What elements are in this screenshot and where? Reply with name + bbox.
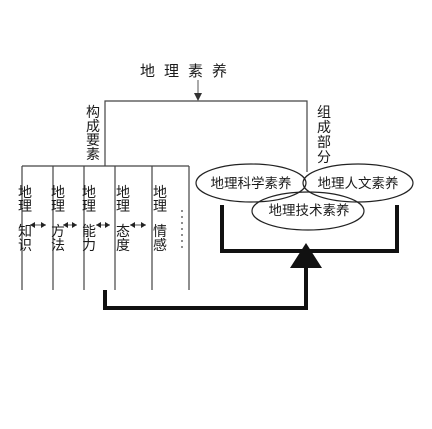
vertical-glyph: 理 [116, 199, 130, 215]
vertical-glyph: 成 [317, 120, 331, 136]
element-group-2: 地理 方法 [51, 166, 65, 290]
vertical-glyph: 感 [153, 237, 167, 254]
vertical-glyph: 地 [51, 185, 65, 201]
component-technology-label: 地理技术素养 [269, 203, 350, 219]
vertical-glyph: 识 [18, 238, 32, 254]
element-4-line2: 态度 [116, 224, 130, 254]
diagram-title: 地理素养 [140, 62, 236, 80]
top-bracket [104, 100, 308, 172]
vertical-glyph: 情 [153, 224, 167, 240]
vertical-glyph: 地 [18, 185, 32, 201]
vertical-glyph: 素 [86, 147, 100, 163]
element-2-line1: 地理 [51, 185, 65, 215]
vertical-glyph: 态 [116, 224, 130, 240]
component-humanities-label: 地理人文素养 [318, 176, 399, 192]
element-4-line1: 地理 [116, 185, 130, 215]
vertical-glyph: 度 [116, 238, 130, 254]
vertical-glyph: 理 [82, 199, 96, 215]
thick-up-arrowhead [290, 243, 322, 268]
component-science-label: 地理科学素养 [211, 176, 292, 192]
element-link-arrow-3 [96, 222, 110, 228]
element-link-arrow-1 [30, 222, 46, 228]
element-2-line2: 方法 [51, 224, 65, 254]
element-group-5: 地理 情感 [151, 166, 167, 290]
element-1-line2: 知识 [18, 223, 32, 254]
element-3-line2: 能力 [82, 224, 96, 254]
element-3-line1: 地理 [82, 185, 96, 215]
vertical-glyph: 地 [153, 185, 167, 201]
vertical-glyph: 要 [86, 133, 100, 149]
vertical-glyph: 方 [51, 224, 65, 240]
vertical-glyph: 地 [82, 185, 96, 201]
element-group-3: 地理 能力 [82, 166, 96, 290]
vertical-glyph: 构 [86, 105, 100, 121]
element-group-4: 地理 态度 [114, 166, 130, 290]
element-link-arrow-4 [130, 222, 146, 228]
element-link-arrows [30, 222, 146, 228]
vertical-glyph: 理 [51, 199, 65, 215]
vertical-glyph: 能 [82, 224, 96, 240]
element-link-arrow-2 [63, 222, 77, 228]
vertical-glyph: 分 [317, 150, 331, 166]
element-group-1: 地理 知识 [18, 166, 32, 290]
title-down-arrowhead [194, 93, 202, 101]
vertical-glyph: 成 [86, 119, 100, 135]
vertical-glyph: 理 [153, 199, 167, 215]
vertical-glyph: 理 [18, 199, 32, 215]
vertical-glyph: 知 [18, 223, 32, 240]
vertical-glyph: 组 [317, 105, 331, 121]
vertical-glyph: 法 [51, 238, 65, 254]
element-1-line1: 地理 [18, 185, 32, 215]
thick-feedback-line [103, 268, 308, 310]
vertical-glyph: 部 [317, 135, 331, 151]
component-oval-science [195, 163, 307, 203]
element-group-6 [181, 166, 190, 290]
vertical-glyph: 力 [82, 238, 96, 254]
vertical-glyph: 地 [116, 185, 130, 201]
left-branch-label: 构成要素 [86, 105, 100, 163]
element-5-line2: 情感 [153, 224, 167, 254]
component-oval-technology [251, 191, 365, 231]
right-branch-label: 组成部分 [317, 105, 331, 166]
element-5-line1: 地理 [153, 185, 167, 215]
